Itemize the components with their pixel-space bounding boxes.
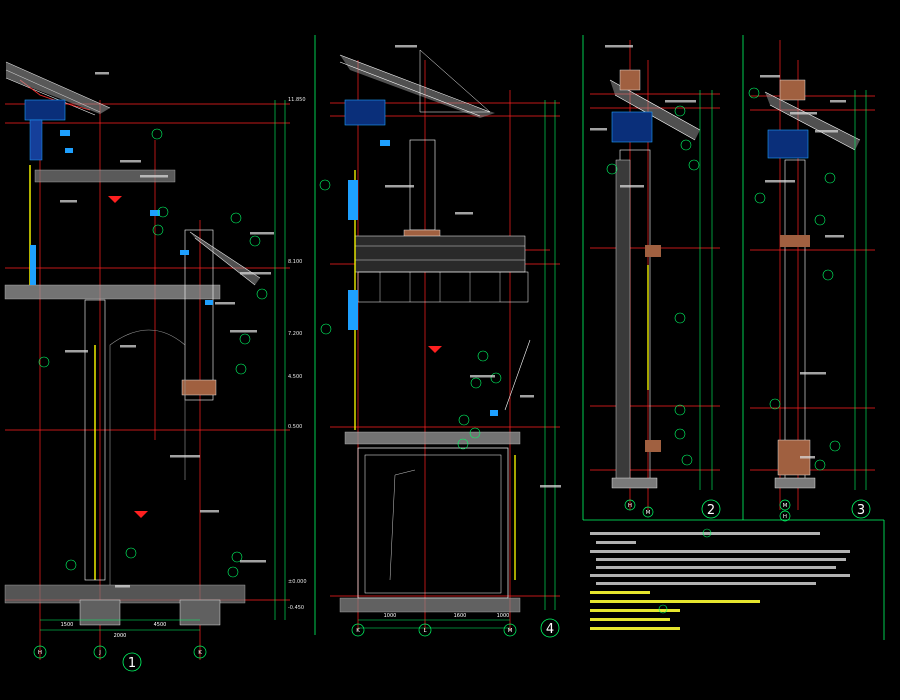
- section-2: H M 2: [590, 40, 721, 519]
- annotation-mark: [815, 130, 838, 133]
- elevation-label: 8.100: [288, 259, 302, 265]
- axis-label-k: K: [198, 650, 202, 656]
- annotation-mark: [470, 375, 495, 378]
- elevation-label: -0.450: [288, 605, 304, 611]
- elevation-label: 7.200: [288, 331, 302, 337]
- axis-label-h: H: [628, 503, 632, 509]
- annotation-mark: [115, 585, 130, 588]
- annotation-mark: [250, 232, 274, 235]
- section-1: [4, 61, 290, 660]
- annotation-mark: [385, 185, 414, 188]
- section-number-1: 1: [128, 656, 136, 671]
- annotation-mark: [540, 485, 561, 488]
- annotation-mark: [170, 455, 200, 458]
- annotation-mark: [200, 510, 219, 513]
- axis-label-j: J: [98, 650, 101, 656]
- section-3: M H 3: [748, 40, 875, 522]
- axis-label-m: M: [508, 628, 513, 634]
- dim-label: 1500: [61, 622, 74, 628]
- dim-label: 2000: [114, 633, 127, 639]
- section-number-3: 3: [857, 503, 865, 518]
- annotation-mark: [620, 185, 644, 188]
- elevation-label: 0.500: [288, 424, 302, 430]
- axis-label-h: H: [783, 514, 787, 520]
- elevation-label: ±0.000: [288, 579, 307, 585]
- annotation-mark: [665, 100, 696, 103]
- section-number-4: 4: [546, 622, 554, 637]
- annotation-mark: [120, 160, 141, 163]
- annotation-mark: [590, 128, 607, 131]
- axis-label-h: H: [38, 650, 42, 656]
- annotation-mark: [800, 372, 826, 375]
- annotation-mark: [605, 45, 633, 48]
- axis-label-m: M: [783, 503, 788, 509]
- axis-label-k: K: [356, 628, 360, 634]
- dim-label: 1600: [454, 613, 467, 619]
- annotation-mark: [830, 100, 846, 103]
- annotation-mark: [215, 302, 235, 305]
- elevation-label: 4.500: [288, 374, 302, 380]
- annotation-mark: [240, 272, 271, 275]
- annotation-mark: [825, 235, 844, 238]
- annotation-marks: [60, 45, 846, 588]
- annotation-mark: [455, 212, 473, 215]
- section-number-2: 2: [707, 503, 715, 518]
- elevation-label: 11.850: [288, 97, 306, 103]
- general-notes-block: [590, 528, 850, 630]
- annotation-mark: [140, 175, 168, 178]
- annotation-mark: [760, 75, 780, 78]
- annotation-mark: [120, 345, 136, 348]
- annotation-mark: [60, 200, 77, 203]
- annotation-mark: [230, 330, 257, 333]
- dim-label: 1000: [384, 613, 397, 619]
- axis-label-m: M: [646, 510, 651, 516]
- sheet-frame: [314, 35, 885, 640]
- section-4: [319, 49, 560, 630]
- axis-label-l: L: [423, 628, 427, 634]
- dim-label: 1000: [497, 613, 510, 619]
- annotation-mark: [65, 350, 88, 353]
- dim-label: 4500: [154, 622, 167, 628]
- annotation-mark: [395, 45, 417, 48]
- annotation-mark: [95, 72, 109, 75]
- annotation-mark: [520, 395, 534, 398]
- section-1-axis-bubbles: H J K 1500 2000 4500 1: [33, 622, 207, 672]
- section-4-axis-bubbles: K L M 1000 1600 1000 4: [351, 613, 560, 638]
- annotation-mark: [240, 560, 266, 563]
- elevation-marks: 11.850 8.100 7.200 4.500 0.500 ±0.000 -0…: [288, 97, 307, 611]
- annotation-mark: [800, 456, 815, 459]
- annotation-mark: [790, 112, 817, 115]
- annotation-mark: [765, 180, 795, 183]
